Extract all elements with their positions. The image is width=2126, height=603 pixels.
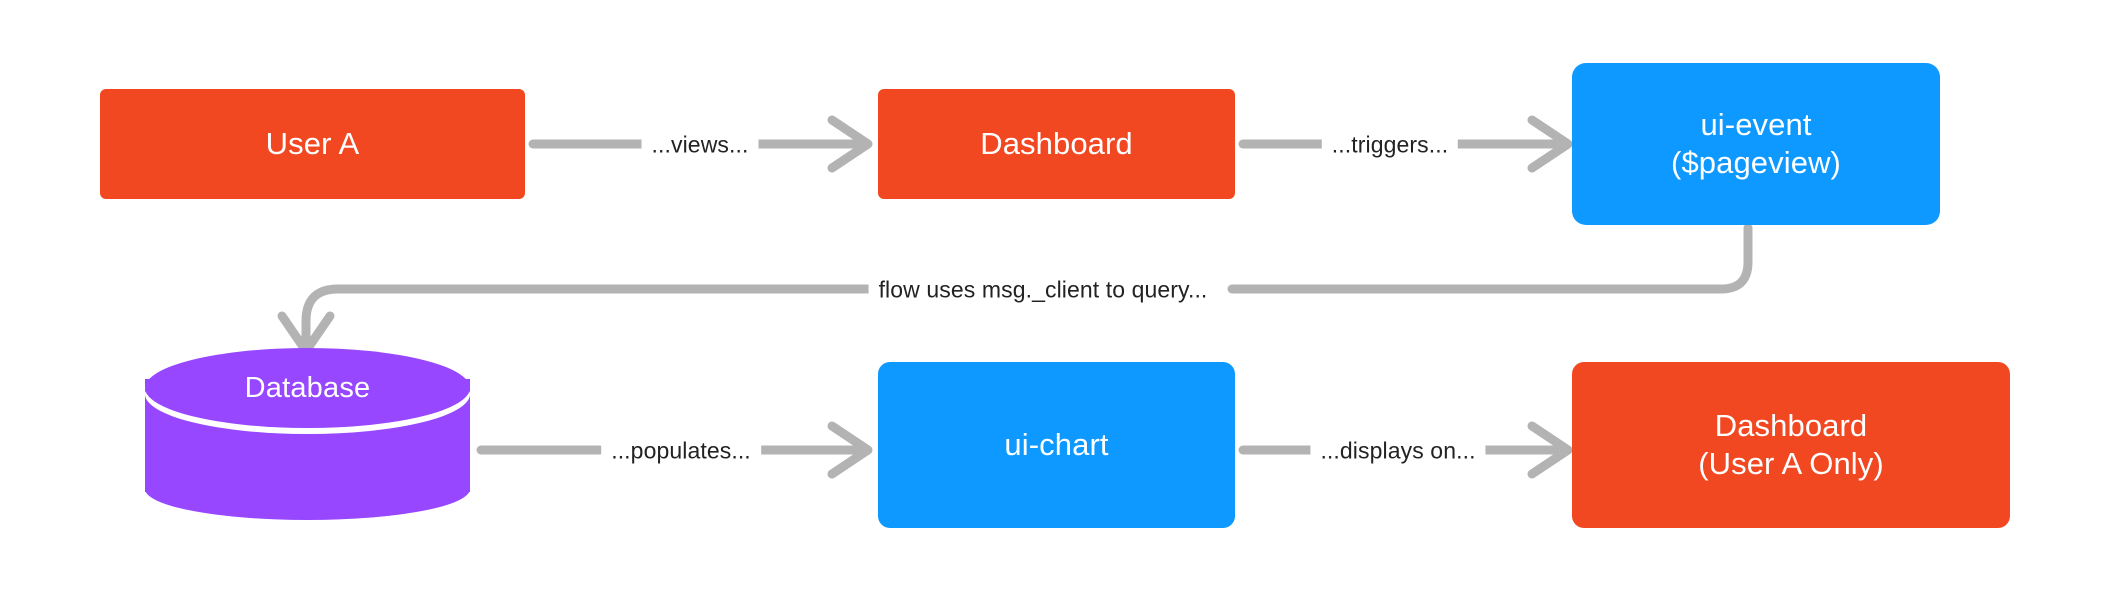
edge-label-displays: ...displays on... (1310, 435, 1486, 467)
edge-label-views: ...views... (641, 129, 759, 161)
node-dashboard-top[interactable]: Dashboard (878, 89, 1235, 199)
database-cylinder-bottom (145, 458, 470, 520)
node-dashboard-bottom-sublabel: (User A Only) (1698, 446, 1884, 481)
node-user-a-label: User A (265, 126, 360, 162)
edge-triggers-arrowhead (1527, 115, 1573, 173)
node-database-label: Database (244, 371, 371, 404)
node-user-a[interactable]: User A (100, 89, 525, 199)
edge-query-right-segment (1227, 223, 1753, 294)
edge-query-arrowhead (277, 311, 335, 356)
edge-label-populates: ...populates... (601, 435, 761, 467)
node-ui-event-label: ui-event (1700, 107, 1812, 143)
node-database[interactable]: Database (145, 348, 470, 523)
database-cylinder-top (145, 348, 470, 428)
node-dashboard-bottom[interactable]: Dashboard (User A Only) (1572, 362, 2010, 528)
edge-displays-arrowhead (1527, 421, 1573, 479)
edge-populates-arrowhead (827, 421, 873, 479)
edge-views-arrowhead (827, 115, 873, 173)
edge-label-query: flow uses msg._client to query... (868, 274, 1218, 306)
node-ui-event-sublabel: ($pageview) (1671, 145, 1841, 180)
node-dashboard-top-label: Dashboard (980, 126, 1133, 162)
node-ui-chart-label: ui-chart (1004, 427, 1109, 463)
node-dashboard-bottom-label: Dashboard (1714, 408, 1868, 444)
node-ui-event[interactable]: ui-event ($pageview) (1572, 63, 1940, 225)
edge-label-triggers: ...triggers... (1321, 129, 1459, 161)
node-ui-chart[interactable]: ui-chart (878, 362, 1235, 528)
